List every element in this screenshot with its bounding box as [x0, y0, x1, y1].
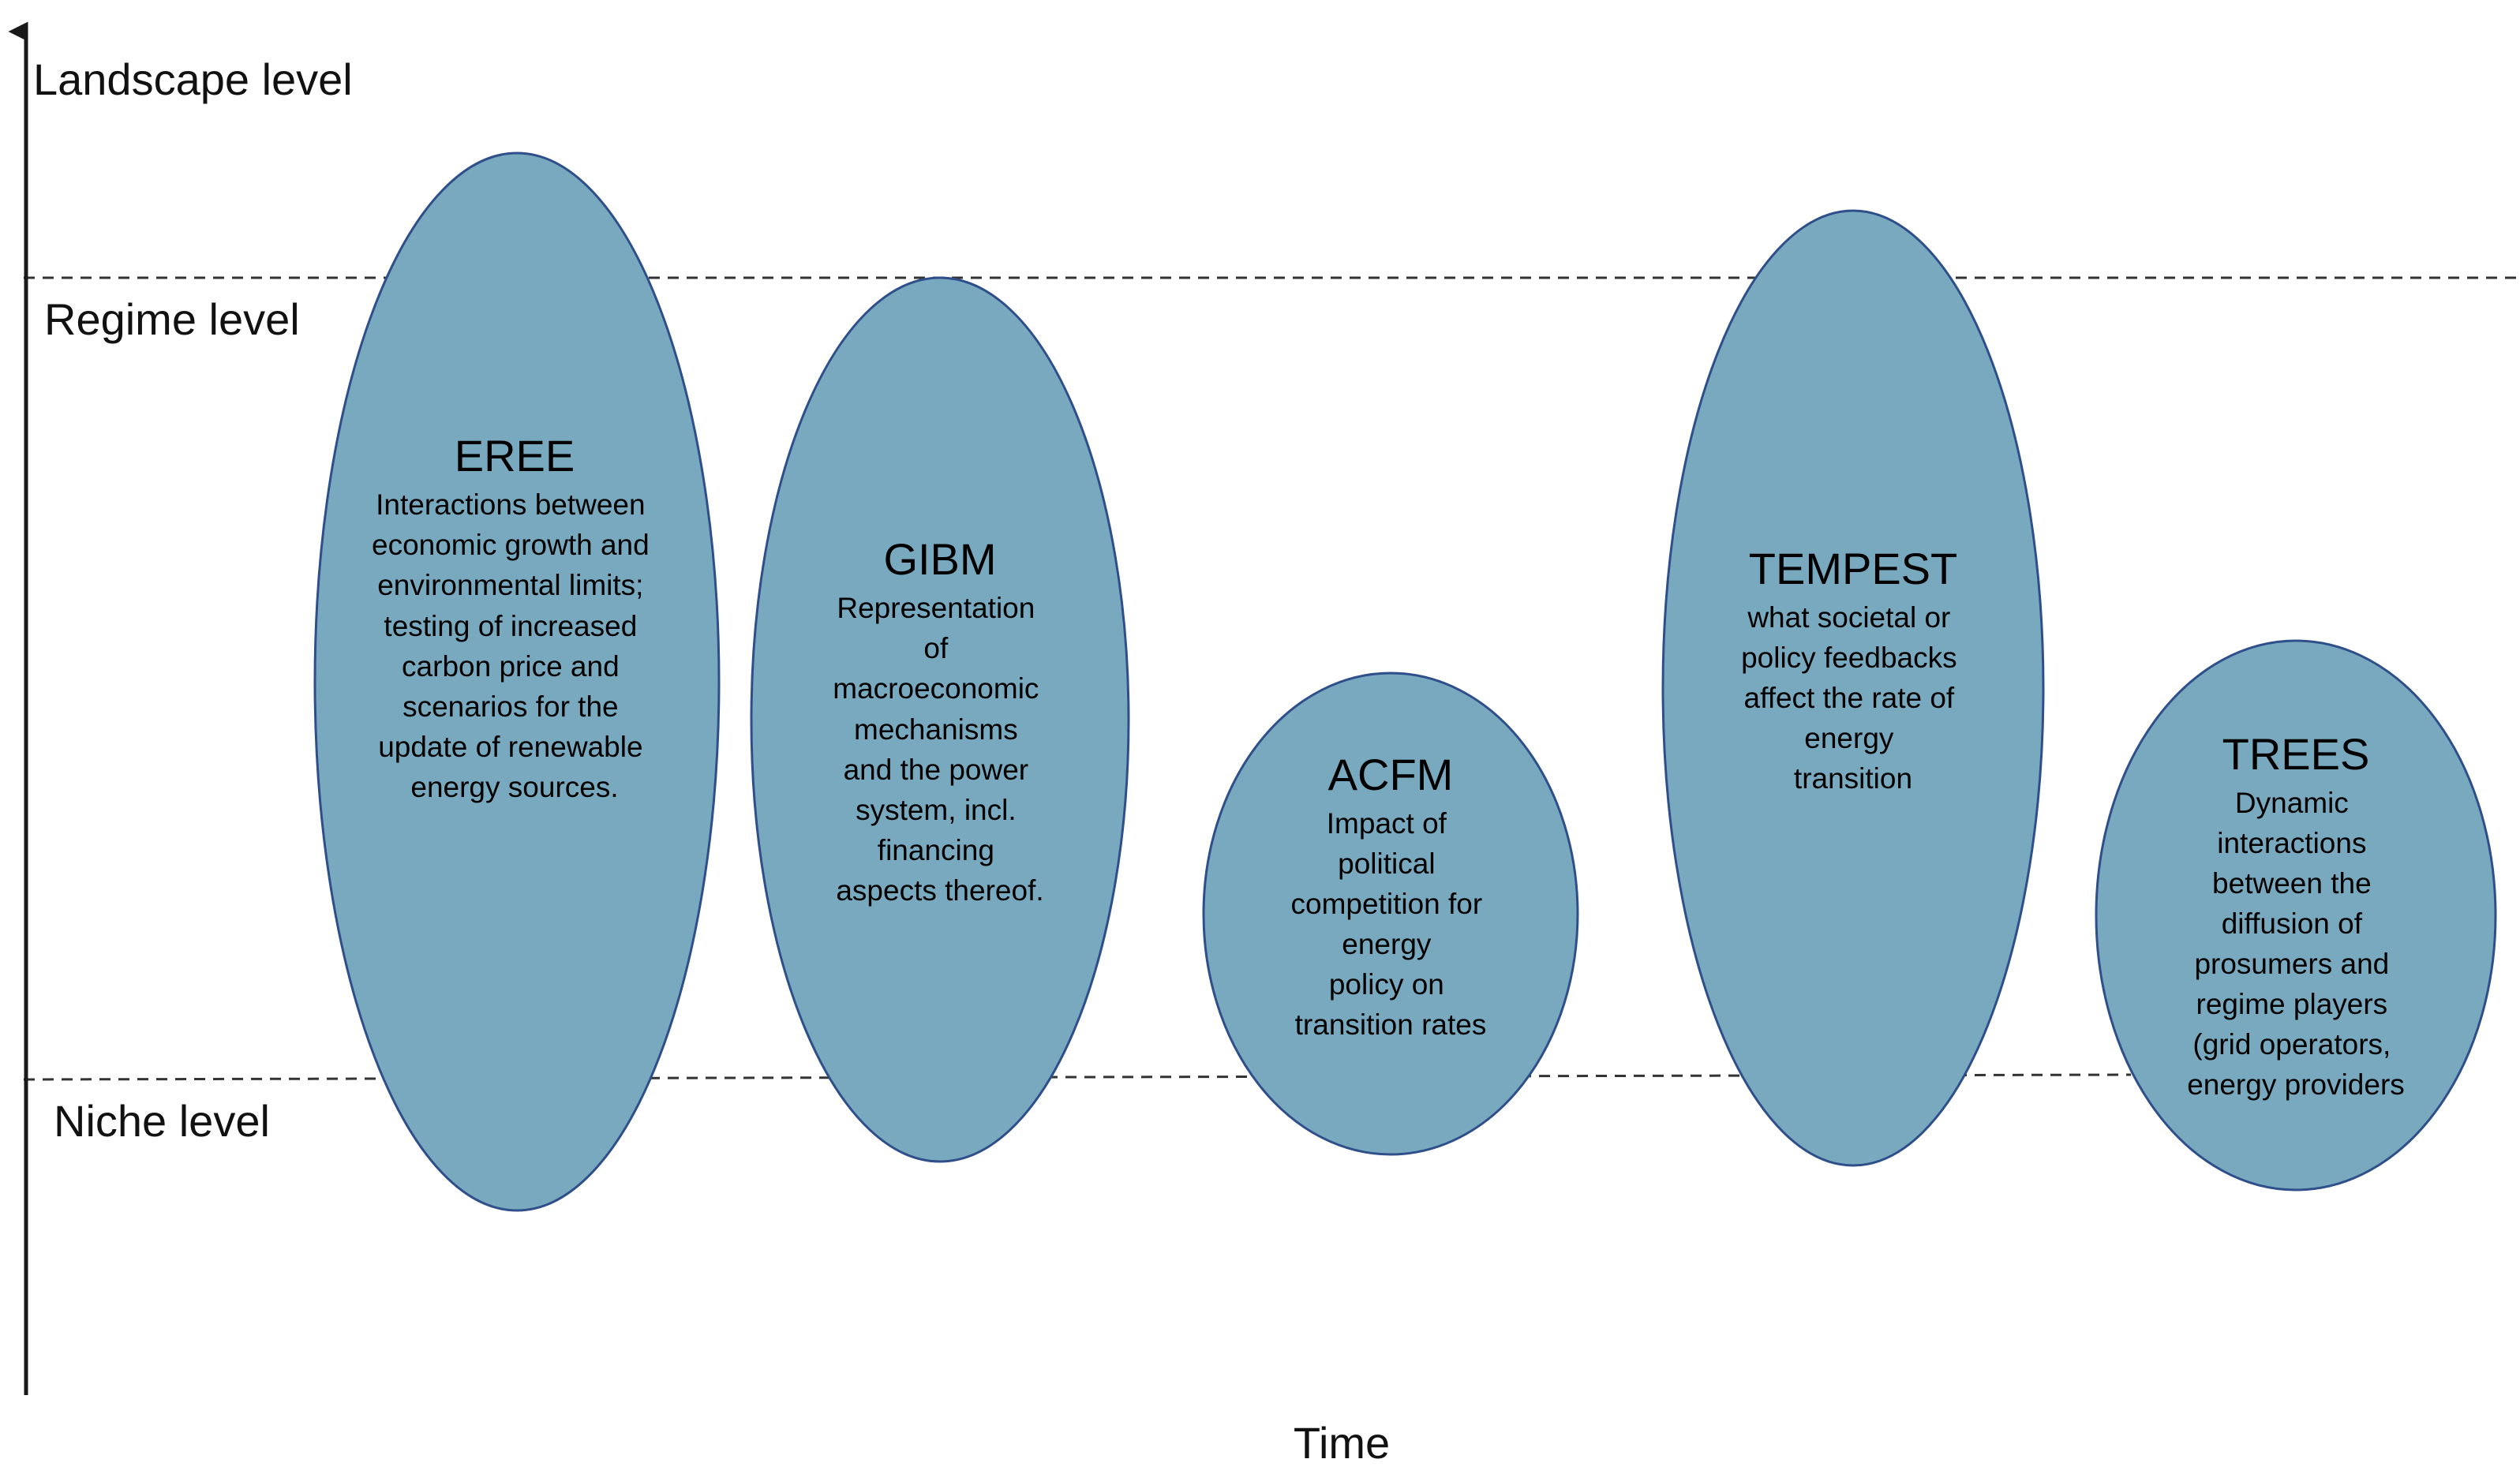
model-acfm-desc-line: competition for [1291, 888, 1483, 920]
model-eree-description: Interactions between economic growth and… [372, 488, 657, 803]
model-acfm-title: ACFM [1328, 750, 1454, 799]
model-tempest-desc-line: affect the rate of [1744, 682, 1955, 714]
model-gibm-description: Representation of macroeconomic mechanis… [833, 592, 1047, 907]
model-gibm-desc-line: mechanisms [854, 713, 1018, 746]
model-trees-description: Dynamic interactions between the diffusi… [2187, 787, 2405, 1101]
model-eree-desc-line: environmental limits; [377, 569, 643, 601]
model-trees: TREES Dynamic interactions between the d… [2095, 639, 2497, 1192]
model-eree-desc-line: Interactions between [376, 488, 645, 521]
model-tempest-description: what societal or policy feedbacks affect… [1741, 601, 1965, 795]
model-trees-desc-line: prosumers and [2194, 948, 2389, 980]
model-trees-desc-line: Dynamic [2235, 787, 2349, 819]
niche-level-divider [23, 1073, 2132, 1081]
time-axis-label: Time [1294, 1418, 1390, 1468]
model-eree-desc-line: economic growth and [372, 529, 650, 561]
model-gibm-desc-line: of [923, 632, 949, 664]
model-gibm-desc-line: aspects thereof. [836, 874, 1043, 907]
model-acfm-desc-line: policy on [1329, 968, 1444, 1001]
model-tempest-desc-line: what societal or [1747, 601, 1950, 634]
model-trees-desc-line: diffusion of [2222, 907, 2363, 940]
model-eree-ellipse [313, 152, 721, 1212]
model-tempest-ellipse [1661, 209, 2045, 1167]
model-acfm-desc-line: political [1338, 847, 1435, 880]
model-trees-desc-line: (grid operators, [2192, 1028, 2391, 1061]
model-gibm-desc-line: macroeconomic [833, 672, 1039, 705]
model-trees-ellipse [2095, 639, 2497, 1192]
model-acfm: ACFM Impact of political competition for… [1202, 672, 1579, 1156]
niche-level-label: Niche level [54, 1096, 270, 1146]
model-acfm-desc-line: Impact of [1327, 807, 1447, 840]
model-trees-desc-line: energy providers [2187, 1068, 2405, 1101]
model-acfm-desc-line: energy [1342, 928, 1432, 960]
model-eree-desc-line: scenarios for the [403, 690, 619, 723]
model-eree-desc-line: carbon price and [402, 650, 620, 683]
model-eree-desc-line: energy sources. [410, 771, 618, 803]
model-eree-desc-line: testing of increased [384, 610, 637, 642]
regime-level-label: Regime level [44, 294, 300, 344]
model-trees-desc-line: between the [2212, 867, 2372, 900]
model-acfm-desc-line: transition rates [1295, 1008, 1487, 1041]
model-gibm-desc-line: system, incl. [856, 794, 1017, 826]
model-gibm-ellipse [750, 276, 1130, 1163]
landscape-level-label: Landscape level [33, 54, 353, 104]
model-trees-title: TREES [2222, 729, 2370, 779]
model-trees-desc-line: interactions [2217, 827, 2366, 859]
model-eree-desc-line: update of renewable [378, 731, 642, 763]
model-gibm-desc-line: Representation [837, 592, 1035, 624]
model-tempest-title: TEMPEST [1749, 544, 1957, 593]
model-eree-title: EREE [455, 431, 575, 481]
model-gibm-title: GIBM [883, 534, 996, 584]
model-acfm-ellipse [1202, 672, 1579, 1156]
model-tempest-desc-line: energy [1804, 722, 1894, 754]
model-trees-desc-line: regime players [2196, 988, 2388, 1020]
model-gibm-desc-line: financing [878, 834, 994, 866]
model-tempest-desc-line: policy feedbacks [1741, 642, 1957, 674]
model-tempest: TEMPEST what societal or policy feedback… [1661, 209, 2045, 1167]
model-gibm-desc-line: and the power [844, 754, 1029, 786]
model-gibm: GIBM Representation of macroeconomic mec… [750, 276, 1130, 1163]
model-tempest-desc-line: transition [1794, 762, 1912, 795]
model-acfm-description: Impact of political competition for ener… [1291, 807, 1491, 1041]
model-eree: EREE Interactions between economic growt… [313, 152, 721, 1212]
